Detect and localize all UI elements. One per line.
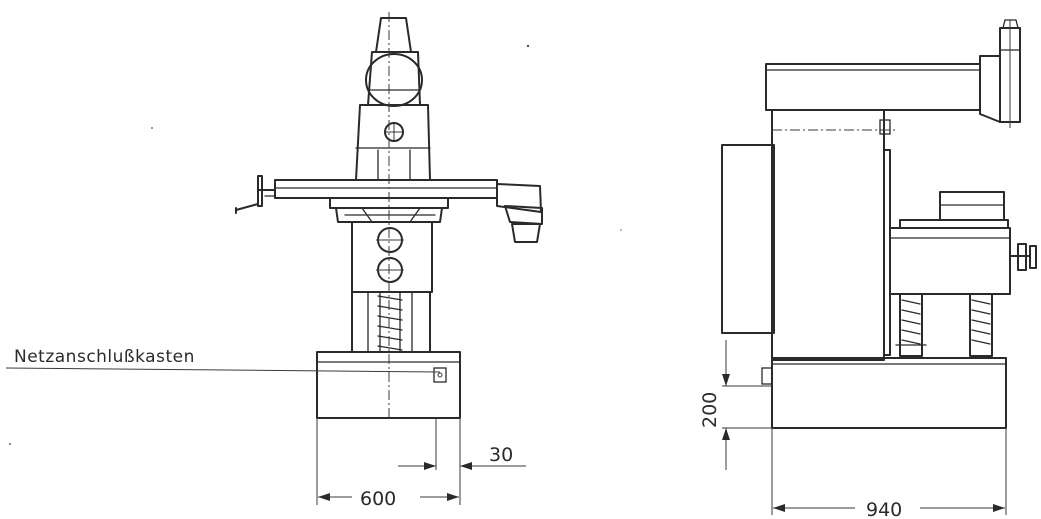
scan-specks [9,44,622,445]
dim-offset: 30 [489,444,513,466]
table-side [889,191,1037,295]
base-side [761,357,1007,429]
connection-box-label: Netzanschlußkasten [14,347,195,367]
column-side [771,109,898,361]
leader-line [5,367,441,373]
dimension-lines-side [722,340,1007,515]
dimension-lines-front [316,418,526,505]
dim-base-width: 600 [360,488,396,510]
column [355,104,431,181]
electrical-cabinet [721,144,775,334]
front-view: Netzanschlußkasten 600 30 [5,12,543,510]
screws-side [895,293,993,357]
dim-depth: 940 [866,499,902,519]
knee [351,221,433,293]
elevating-screw [351,291,431,353]
dim-base-height: 200 [699,392,721,428]
side-view: 200 940 [699,19,1037,519]
motor-head [365,17,423,107]
overarm [765,19,1021,128]
